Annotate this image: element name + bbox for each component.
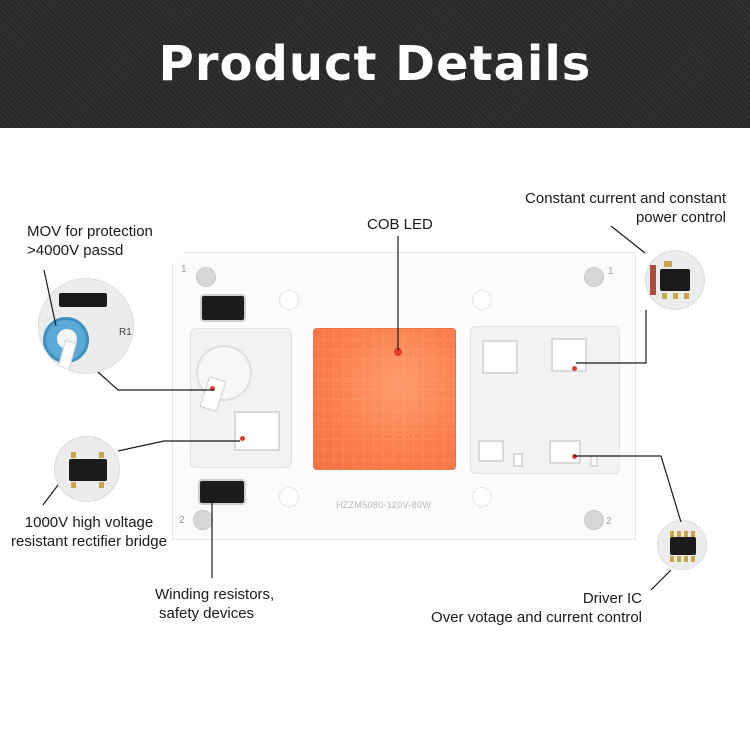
mounting-hole: [472, 487, 492, 507]
pin-number: 1: [608, 266, 614, 277]
rectifier-bridge-label: 1000V high voltage resistant rectifier b…: [11, 514, 167, 550]
cob-marker-dot: [394, 348, 402, 356]
mounting-screw: [584, 510, 604, 530]
marker-dot: [210, 386, 215, 391]
resistor-component: [202, 296, 244, 320]
page-title: Product Details: [158, 36, 592, 92]
mounting-screw: [584, 267, 604, 287]
mov-label: MOV for protection >4000V passd: [27, 223, 153, 259]
mounting-hole: [279, 290, 299, 310]
control-ic-zoom-circle: [645, 250, 705, 310]
driver-ic-pad: [549, 440, 581, 464]
marker-dot: [240, 436, 245, 441]
component-pad: [478, 440, 504, 462]
winding-resistors-label: Winding resistors, safety devices: [155, 586, 275, 622]
rectifier-zoom-circle: [54, 436, 120, 502]
mounting-hole: [472, 290, 492, 310]
pin-number: 2: [606, 516, 612, 527]
mounting-hole: [279, 487, 299, 507]
driver-ic-label: Driver IC Over votage and current contro…: [431, 590, 642, 626]
driver-pad: [482, 340, 518, 374]
control-ic-pad: [551, 338, 587, 372]
mov-ref-label: R1: [119, 327, 132, 338]
board-model-text: HZZM5080-120V-80W: [336, 500, 432, 510]
mov-zoom-circle: R1: [38, 278, 134, 374]
constant-current-label: Constant current and constant power cont…: [525, 190, 726, 226]
marker-dot: [572, 366, 577, 371]
driver-ic-zoom-circle: [657, 520, 707, 570]
resistor-component: [200, 481, 244, 503]
pin-number: 1: [181, 264, 187, 275]
cob-led-label: COB LED: [367, 216, 433, 233]
rectifier-pad: [234, 411, 280, 451]
mounting-screw: [196, 267, 216, 287]
pin-number: 2: [179, 515, 185, 526]
cob-led-chip: [313, 328, 456, 470]
header-banner: Product Details: [0, 0, 750, 128]
component-pad: [513, 453, 523, 467]
